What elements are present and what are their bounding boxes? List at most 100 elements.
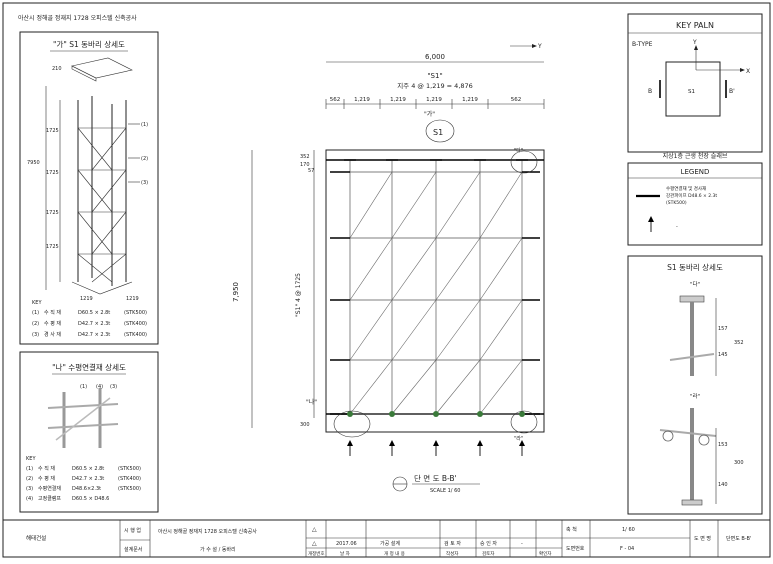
key-spec: D60.5 × 2.8t (78, 310, 110, 316)
span-label: 562 (511, 97, 522, 103)
title-block: 해태건설 시 행 업 설계문서 아산시 정해골 정재지 1728 오피스텔 신축… (2, 519, 771, 558)
key-plan-s1: S1 (688, 89, 695, 95)
da-dim-3: 352 (734, 340, 744, 346)
left-dim-1: 352 (300, 154, 310, 160)
panel-na-frame (19, 351, 159, 513)
dim-h1: 1725 (46, 128, 59, 134)
axis-y-label: Y (537, 43, 542, 50)
brace (349, 171, 393, 239)
dim-h3: 1725 (46, 210, 59, 216)
na-callout-4: (4) (96, 384, 103, 390)
dim-top: 210 (52, 66, 62, 72)
brace (435, 299, 481, 361)
company-name: 해태건설 (26, 534, 46, 542)
left-dim-3: 57 (308, 168, 314, 174)
drawing-name-label: 도 면 명 (694, 535, 711, 542)
key-spec: D48.6×2.3t (72, 486, 101, 492)
key-no: (2) (26, 476, 33, 482)
connector-illustration (47, 388, 119, 448)
rev-head: 개정번호 (308, 550, 325, 557)
project-title: 아산시 정해골 정재지 1728 오피스텔 신축공사 (18, 14, 137, 22)
dim-total: 7950 (27, 160, 40, 166)
check1-head: 작성자 (446, 550, 459, 557)
span-label: 1,219 (390, 97, 406, 103)
key-std: (STK400) (118, 476, 141, 482)
da-dim-2: 145 (718, 352, 728, 358)
drawing-name: 단면도 B-B' (726, 535, 751, 542)
marker-ga: "가" (424, 110, 435, 118)
brace (391, 359, 437, 415)
key-name: 수 직 재 (44, 309, 61, 316)
key-plan-slab (665, 61, 721, 117)
span-label: 562 (330, 97, 341, 103)
marker-na-cloud (333, 410, 371, 438)
legend-title: LEGEND (681, 168, 710, 176)
brace (479, 359, 523, 415)
marker-da: "다" (514, 147, 523, 154)
key-no: (2) (32, 321, 39, 327)
bottom-dim: 300 (300, 422, 310, 428)
brace (349, 237, 393, 301)
rev-date: 2017.06 (336, 541, 357, 547)
base-joint (433, 411, 439, 417)
panel-ga-frame (19, 31, 159, 345)
panel-na-title: "나" 수평연결재 상세도 (52, 362, 126, 372)
detail-s1: S1 동바리 상세도 "다" 157 145 352 "라" 153 300 1… (627, 255, 763, 515)
drawing-no: F - 04 (620, 546, 634, 552)
key-no: (3) (32, 332, 39, 338)
load-arrow-head (433, 440, 439, 446)
overall-width: 6,000 (425, 53, 445, 61)
load-arrows (347, 440, 525, 456)
key-no: (4) (26, 496, 33, 502)
key-std: (STK400) (124, 321, 147, 327)
key-std: (STK400) (124, 332, 147, 338)
detail-s1-title: S1 동바리 상세도 (667, 262, 723, 272)
base-joint (477, 411, 483, 417)
da-dim-1: 157 (718, 326, 728, 332)
load-arrow-head (389, 440, 395, 446)
panel-ga: "가" S1 동바리 상세도 210 7950 1725 1725 1725 1… (19, 31, 159, 345)
date-head: 날 자 (340, 550, 351, 557)
callout-1: (1) (141, 122, 148, 128)
check2-head: 검토자 (482, 550, 495, 557)
dim-h4: 1725 (46, 244, 59, 250)
brace (479, 299, 523, 361)
key-spec: D42.7 × 2.3t (78, 332, 110, 338)
key-name: 고정클램프 (38, 495, 61, 502)
key-spec: D60.5 × D48.6 (72, 496, 109, 502)
key-name: 수 평 재 (44, 320, 61, 327)
role-value: 설계문서 (124, 546, 142, 553)
legend-item-line: 수평연결재 및 경사재 (666, 185, 706, 192)
scale-value: 1/ 60 (622, 527, 635, 533)
key-no: (3) (26, 486, 33, 492)
detail-da-label: "다" (690, 280, 700, 288)
load-arrow-head (477, 440, 483, 446)
key-plan-btype: B-TYPE (632, 41, 653, 48)
brace (479, 171, 523, 239)
base-joint (389, 411, 395, 417)
key-std: (STK500) (118, 486, 141, 492)
brace (435, 171, 481, 239)
shoring-posts (330, 159, 540, 417)
ra-dim-1: 153 (718, 442, 728, 448)
panel-ga-title: "가" S1 동바리 상세도 (53, 39, 125, 49)
marker-s1-cloud (425, 119, 455, 143)
brace (349, 359, 393, 415)
key-name: 수평연결재 (38, 485, 61, 492)
dim-base1: 1219 (80, 296, 93, 302)
key-spec: D42.7 × 2.3t (72, 476, 104, 482)
brace (391, 237, 437, 301)
check3-head: 확인자 (539, 550, 552, 557)
checker-1: 검 토 자 (444, 540, 461, 547)
key-no: (1) (26, 466, 33, 472)
na-callout-1: (1) (80, 384, 87, 390)
vertical-spacing: "S1" 4 @ 1725 (295, 273, 302, 317)
brace (435, 359, 481, 415)
shoring-tower (71, 96, 133, 295)
